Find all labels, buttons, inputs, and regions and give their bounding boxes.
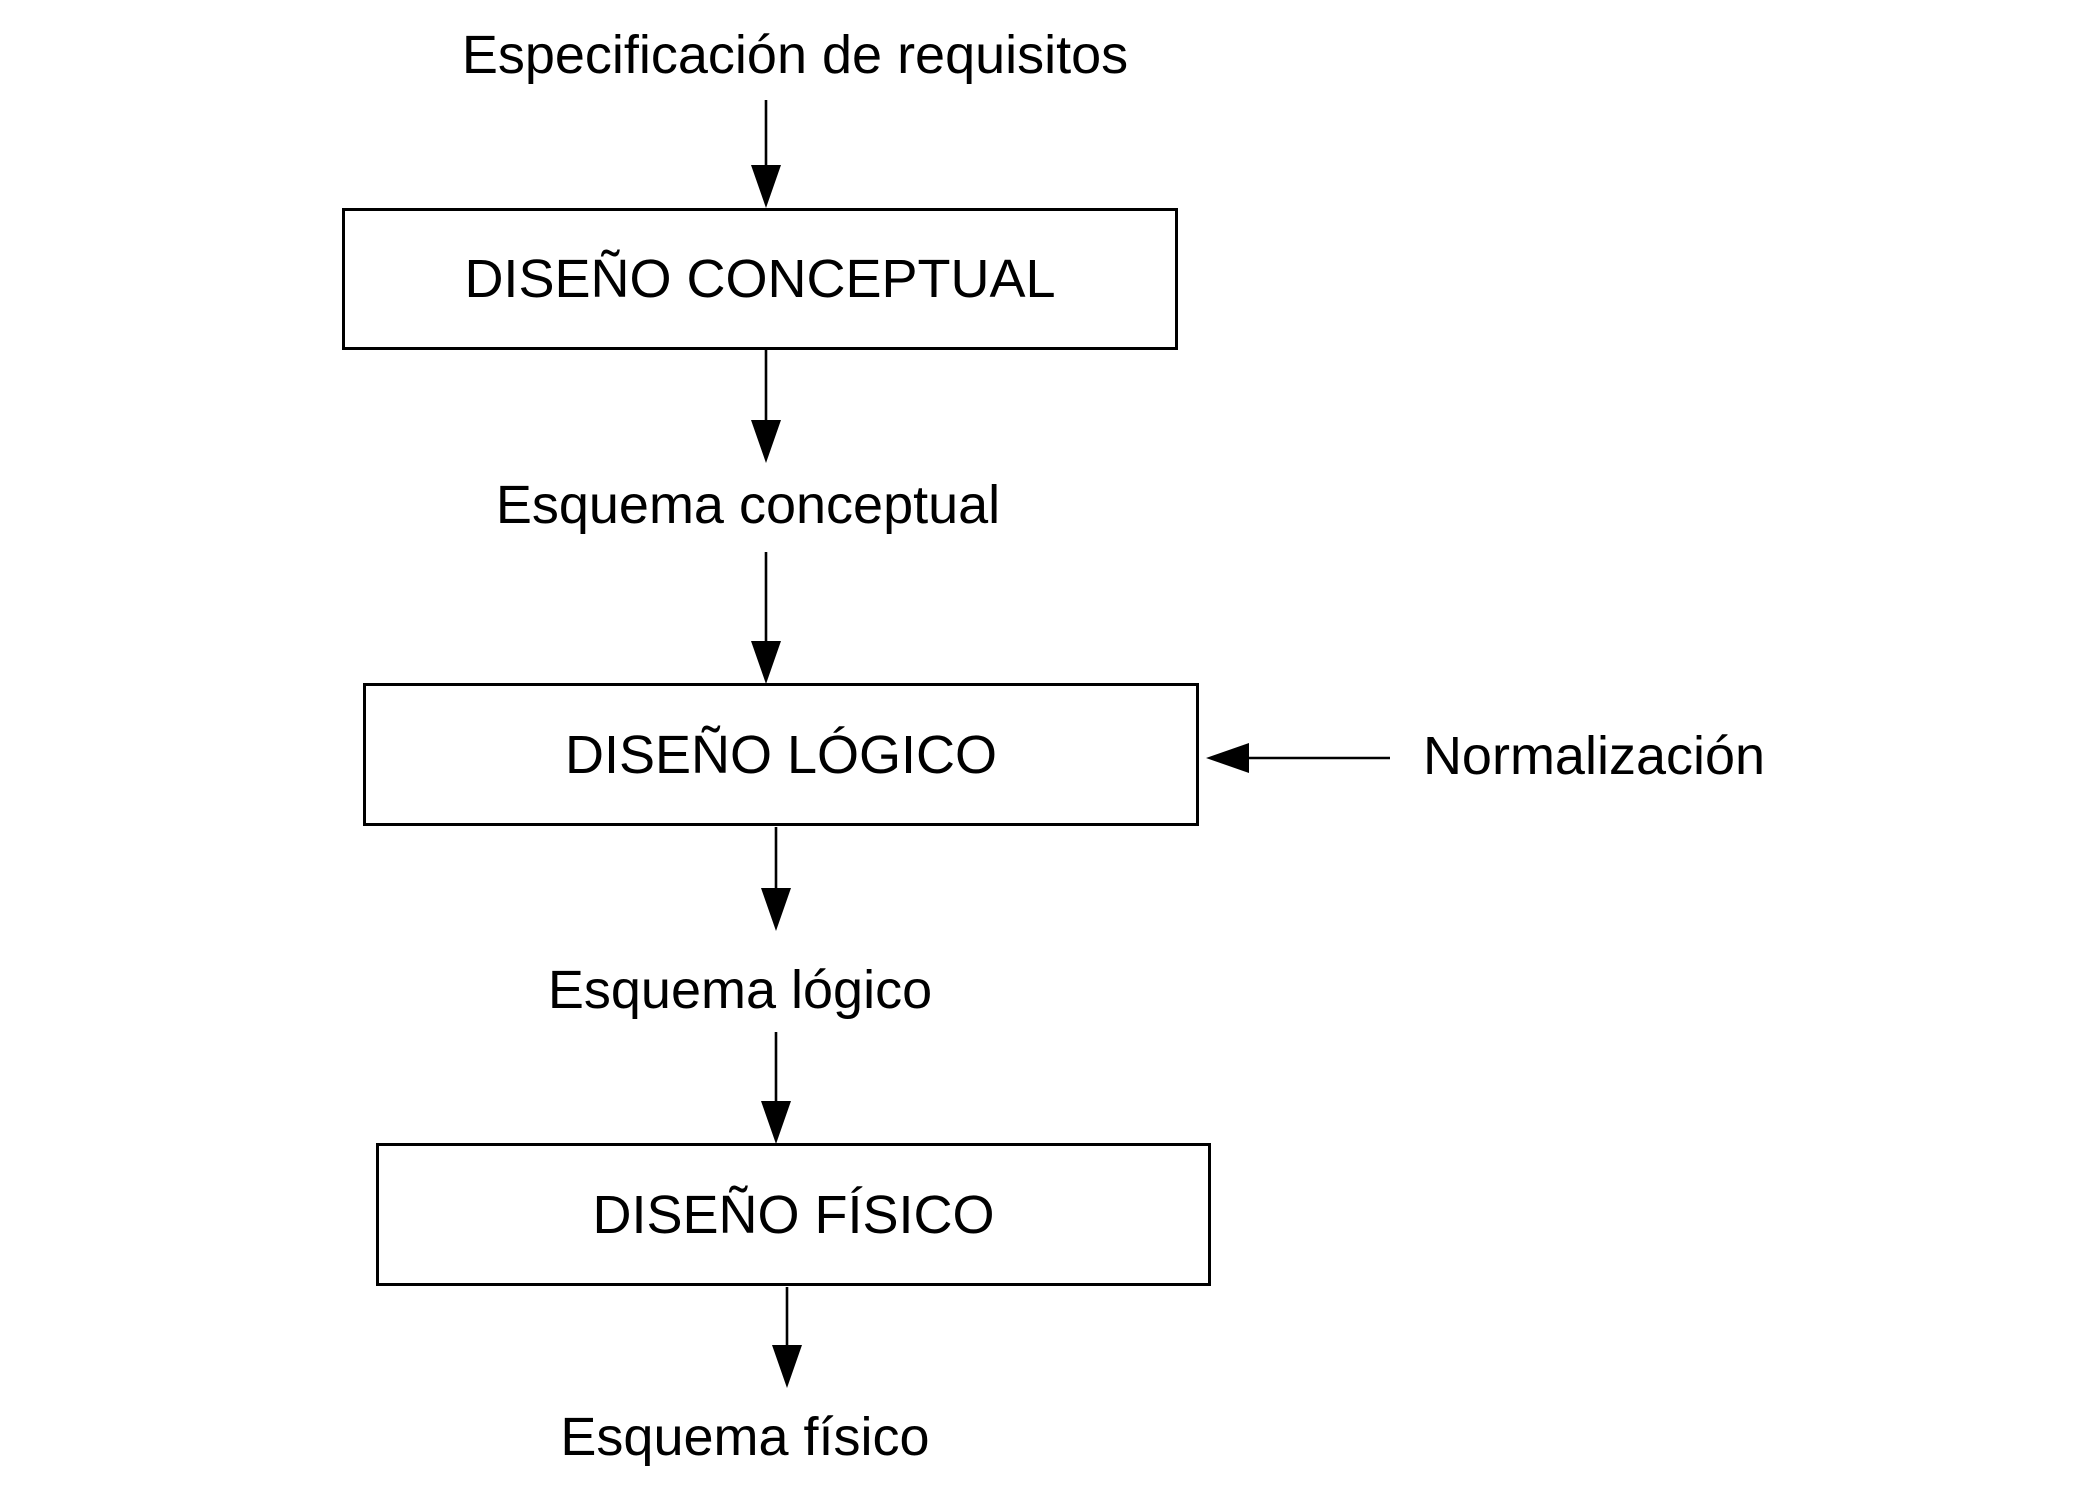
arrow-requirements-to-conceptual	[751, 100, 781, 208]
arrow-conceptual-schema-to-logical	[751, 552, 781, 684]
box-diseno-fisico-label: DISEÑO FÍSICO	[592, 1184, 995, 1245]
box-diseno-logico: DISEÑO LÓGICO	[363, 683, 1199, 826]
box-diseno-logico-label: DISEÑO LÓGICO	[564, 724, 998, 785]
arrow-conceptual-to-conceptual-schema	[751, 350, 781, 463]
box-diseno-fisico: DISEÑO FÍSICO	[376, 1143, 1211, 1286]
label-esquema-fisico: Esquema físico	[560, 1407, 930, 1467]
arrow-logical-to-logical-schema	[761, 827, 791, 931]
label-normalizacion: Normalización	[1422, 726, 1766, 786]
arrow-physical-to-physical-schema	[772, 1287, 802, 1388]
arrow-normalization-to-logical	[1206, 743, 1390, 773]
box-diseno-conceptual-label: DISEÑO CONCEPTUAL	[464, 249, 1056, 309]
box-diseno-conceptual: DISEÑO CONCEPTUAL	[342, 208, 1178, 350]
label-esquema-logico: Esquema lógico	[547, 960, 933, 1020]
arrow-logical-schema-to-physical	[761, 1032, 791, 1144]
label-especificacion-de-requisitos: Especificación de requisitos	[461, 25, 1129, 85]
label-esquema-conceptual: Esquema conceptual	[495, 475, 1001, 535]
